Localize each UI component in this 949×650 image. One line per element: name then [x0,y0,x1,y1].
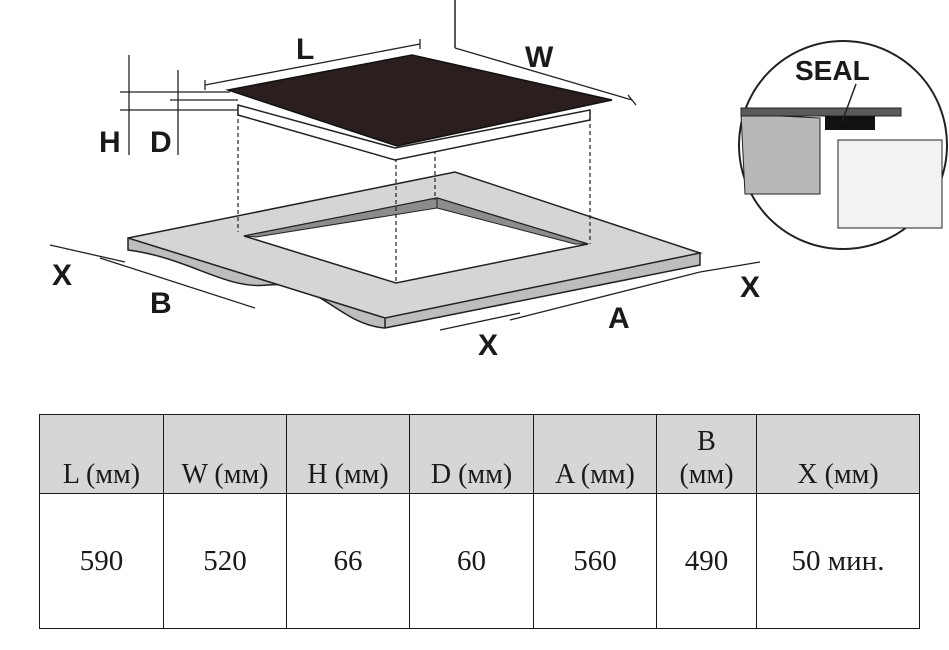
value-a: 560 [533,493,657,629]
value-l: 590 [39,493,164,629]
label-A: A [608,302,630,335]
header-x: X (мм) [756,414,920,494]
header-d: D (мм) [409,414,534,494]
dimension-lines [49,39,761,331]
value-h: 66 [286,493,410,629]
label-W: W [525,41,554,74]
dimensions-table: L (мм) W (мм) H (мм) D (мм) A (мм) B(мм)… [39,414,920,629]
value-d: 60 [409,493,534,629]
header-b: B(мм) [656,414,757,494]
table-header-row: L (мм) W (мм) H (мм) D (мм) A (мм) B(мм)… [39,414,920,494]
value-x: 50 мин. [756,493,920,629]
table-row: 590 520 66 60 560 490 50 мин. [39,493,920,629]
header-w: W (мм) [163,414,287,494]
value-b: 490 [656,493,757,629]
label-x-left: X [52,259,72,292]
label-H: H [99,126,121,159]
label-x-bottom: X [478,329,498,362]
cooktop-installation-diagram: L W H D X B A X X SEAL [49,0,948,362]
label-D: D [150,126,172,159]
projection-lines [237,105,591,282]
cooktop [225,54,613,161]
cutout [243,197,589,284]
label-B: B [150,287,172,320]
header-l: L (мм) [39,414,164,494]
label-x-right: X [740,271,760,304]
seal-detail [738,40,948,250]
header-a: A (мм) [533,414,657,494]
value-w: 520 [163,493,287,629]
label-seal: SEAL [795,55,870,86]
label-L: L [296,33,314,66]
header-h: H (мм) [286,414,410,494]
